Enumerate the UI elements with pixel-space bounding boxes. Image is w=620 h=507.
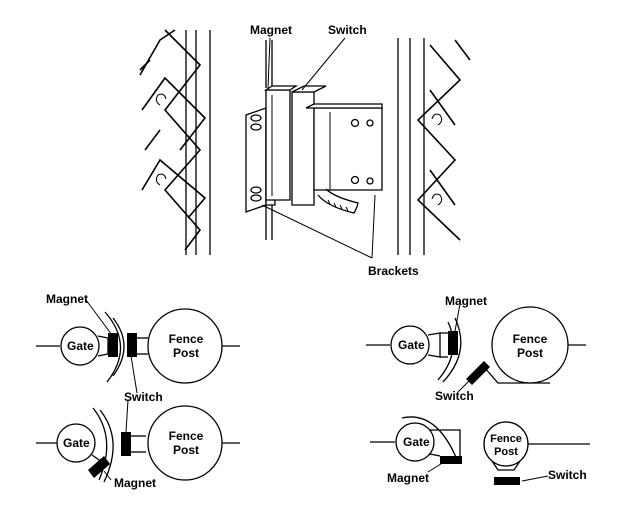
switch-marker bbox=[127, 333, 137, 357]
d2-magnet-label: Magnet bbox=[114, 476, 156, 490]
d3-switch-label: Switch bbox=[435, 389, 474, 403]
d1-switch-label: Switch bbox=[124, 390, 163, 404]
d3-fence-label: Fence bbox=[513, 332, 548, 346]
right-fence-post bbox=[397, 38, 471, 255]
magnet-marker bbox=[108, 333, 118, 357]
top-switch-label: Switch bbox=[328, 23, 367, 37]
d4-fence-label: Fence bbox=[490, 433, 522, 445]
d1-fence-label: Fence bbox=[169, 332, 204, 346]
top-illustration: Magnet Switch Brackets bbox=[139, 23, 471, 278]
placement-diagram-1: Magnet Gate Fence Post Switch bbox=[36, 292, 240, 404]
gate-circle bbox=[395, 422, 435, 462]
placement-diagram-3: Magnet Gate Fence Post Switch bbox=[366, 294, 586, 403]
switch-marker bbox=[494, 477, 520, 485]
switch-bracket bbox=[291, 85, 383, 214]
left-fence-post bbox=[139, 29, 211, 255]
d3-magnet-label: Magnet bbox=[445, 294, 487, 308]
switch-marker bbox=[466, 361, 490, 385]
gate-circle bbox=[60, 326, 100, 366]
d3-gate-label: Gate bbox=[398, 338, 425, 352]
magnet-block bbox=[263, 85, 299, 201]
d2-gate-label: Gate bbox=[63, 436, 90, 450]
switch-marker bbox=[121, 432, 131, 456]
d2-post-label: Post bbox=[173, 443, 199, 457]
magnet-marker bbox=[440, 456, 462, 464]
brackets-label: Brackets bbox=[368, 264, 419, 278]
top-magnet-label: Magnet bbox=[250, 23, 292, 37]
d1-magnet-label: Magnet bbox=[46, 292, 88, 306]
d4-magnet-label: Magnet bbox=[387, 471, 429, 485]
placement-diagram-2: Gate Fence Post Magnet bbox=[36, 399, 240, 490]
gate-circle bbox=[56, 423, 96, 463]
gate-circle bbox=[390, 325, 430, 365]
d1-gate-label: Gate bbox=[67, 339, 94, 353]
d1-post-label: Post bbox=[173, 346, 199, 360]
d3-post-label: Post bbox=[517, 346, 543, 360]
placement-diagram-4: Gate Fence Post Magnet Switch bbox=[370, 416, 590, 485]
d4-gate-label: Gate bbox=[403, 435, 430, 449]
d2-fence-label: Fence bbox=[169, 429, 204, 443]
d4-post-label: Post bbox=[494, 446, 518, 458]
d4-switch-label: Switch bbox=[548, 468, 587, 482]
